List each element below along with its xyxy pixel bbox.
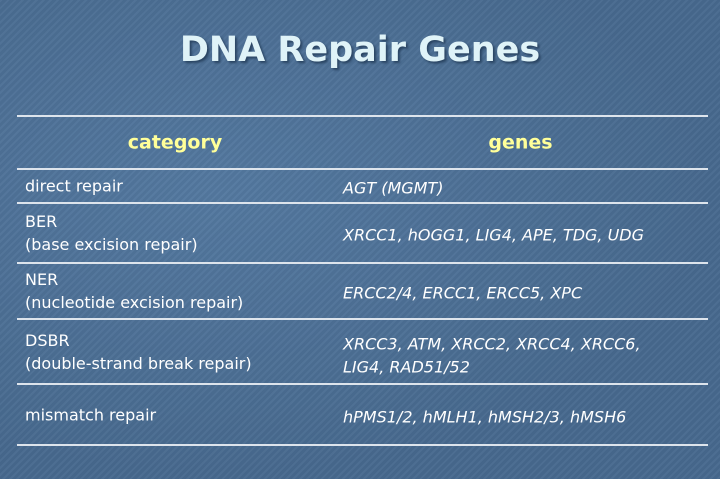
category-cell: BER (base excision repair) (25, 210, 330, 256)
category-line: NER (25, 270, 59, 289)
category-line: DSBR (25, 330, 70, 350)
genes-cell: XRCC3, ATM, XRCC2, XRCC4, XRCC6, LIG4, RA… (343, 332, 703, 378)
category-line: mismatch repair (25, 405, 157, 424)
genes-line: hPMS1/2, hMLH1, hMSH2/3, hMSH6 (343, 406, 627, 426)
category-line: (base excision repair) (25, 235, 198, 254)
category-cell: NER (nucleotide excision repair) (25, 268, 330, 314)
genes-line: AGT (MGMT) (343, 178, 444, 198)
genes-line: XRCC1, hOGG1, LIG4, APE, TDG, UDG (343, 225, 645, 245)
header-genes: genes (488, 131, 553, 153)
genes-cell: hPMS1/2, hMLH1, hMSH2/3, hMSH6 (343, 405, 703, 428)
genes-cell: AGT (MGMT) (343, 176, 703, 199)
genes-line: XRCC3, ATM, XRCC2, XRCC4, XRCC6, (343, 334, 641, 354)
dna-repair-table: category genes direct repair AGT (MGMT) … (17, 115, 708, 446)
table-row: direct repair AGT (MGMT) (17, 168, 708, 202)
category-line: BER (25, 212, 58, 231)
table-row: mismatch repair hPMS1/2, hMLH1, hMSH2/3,… (17, 383, 708, 446)
genes-cell: XRCC1, hOGG1, LIG4, APE, TDG, UDG (343, 223, 703, 246)
genes-line: LIG4, RAD51/52 (343, 357, 470, 377)
category-cell: direct repair (25, 175, 330, 198)
category-cell: DSBR (double-strand break repair) (25, 329, 330, 375)
category-line: (double-strand break repair) (25, 353, 252, 373)
genes-cell: ERCC2/4, ERCC1, ERCC5, XPC (343, 281, 703, 304)
table-row: NER (nucleotide excision repair) ERCC2/4,… (17, 262, 708, 318)
category-cell: mismatch repair (25, 403, 330, 426)
genes-line: ERCC2/4, ERCC1, ERCC5, XPC (343, 283, 583, 303)
slide-title: DNA Repair Genes (179, 30, 541, 70)
category-line: direct repair (25, 176, 123, 196)
table-header-row: category genes (17, 115, 708, 168)
table-row: BER (base excision repair) XRCC1, hOGG1, … (17, 202, 708, 262)
category-line: (nucleotide excision repair) (25, 293, 244, 312)
header-category: category (127, 131, 223, 153)
table-row: DSBR (double-strand break repair) XRCC3, … (17, 318, 708, 383)
